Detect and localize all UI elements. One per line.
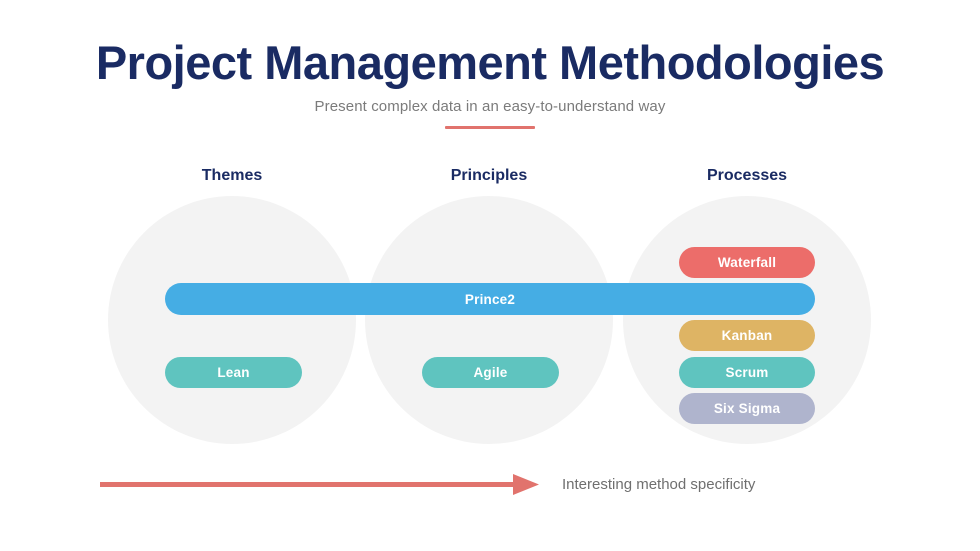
pill-six-sigma[interactable]: Six Sigma [679,393,815,424]
title-accent-bar [445,126,535,129]
pill-waterfall[interactable]: Waterfall [679,247,815,278]
pill-prince2[interactable]: Prince2 [165,283,815,315]
pill-scrum[interactable]: Scrum [679,357,815,388]
pill-lean[interactable]: Lean [165,357,302,388]
venn-circle-principles [365,196,613,444]
venn-circle-themes [108,196,356,444]
specificity-arrow-label: Interesting method specificity [562,476,756,493]
pill-kanban[interactable]: Kanban [679,320,815,351]
arrow-head [513,474,539,495]
column-header-themes: Themes [201,167,263,184]
page-subtitle: Present complex data in an easy-to-under… [314,98,666,115]
column-header-principles: Principles [450,167,528,184]
specificity-arrow-icon [98,470,548,500]
pill-agile[interactable]: Agile [422,357,559,388]
column-header-processes: Processes [706,167,788,184]
page-title: Project Management Methodologies [95,36,885,89]
